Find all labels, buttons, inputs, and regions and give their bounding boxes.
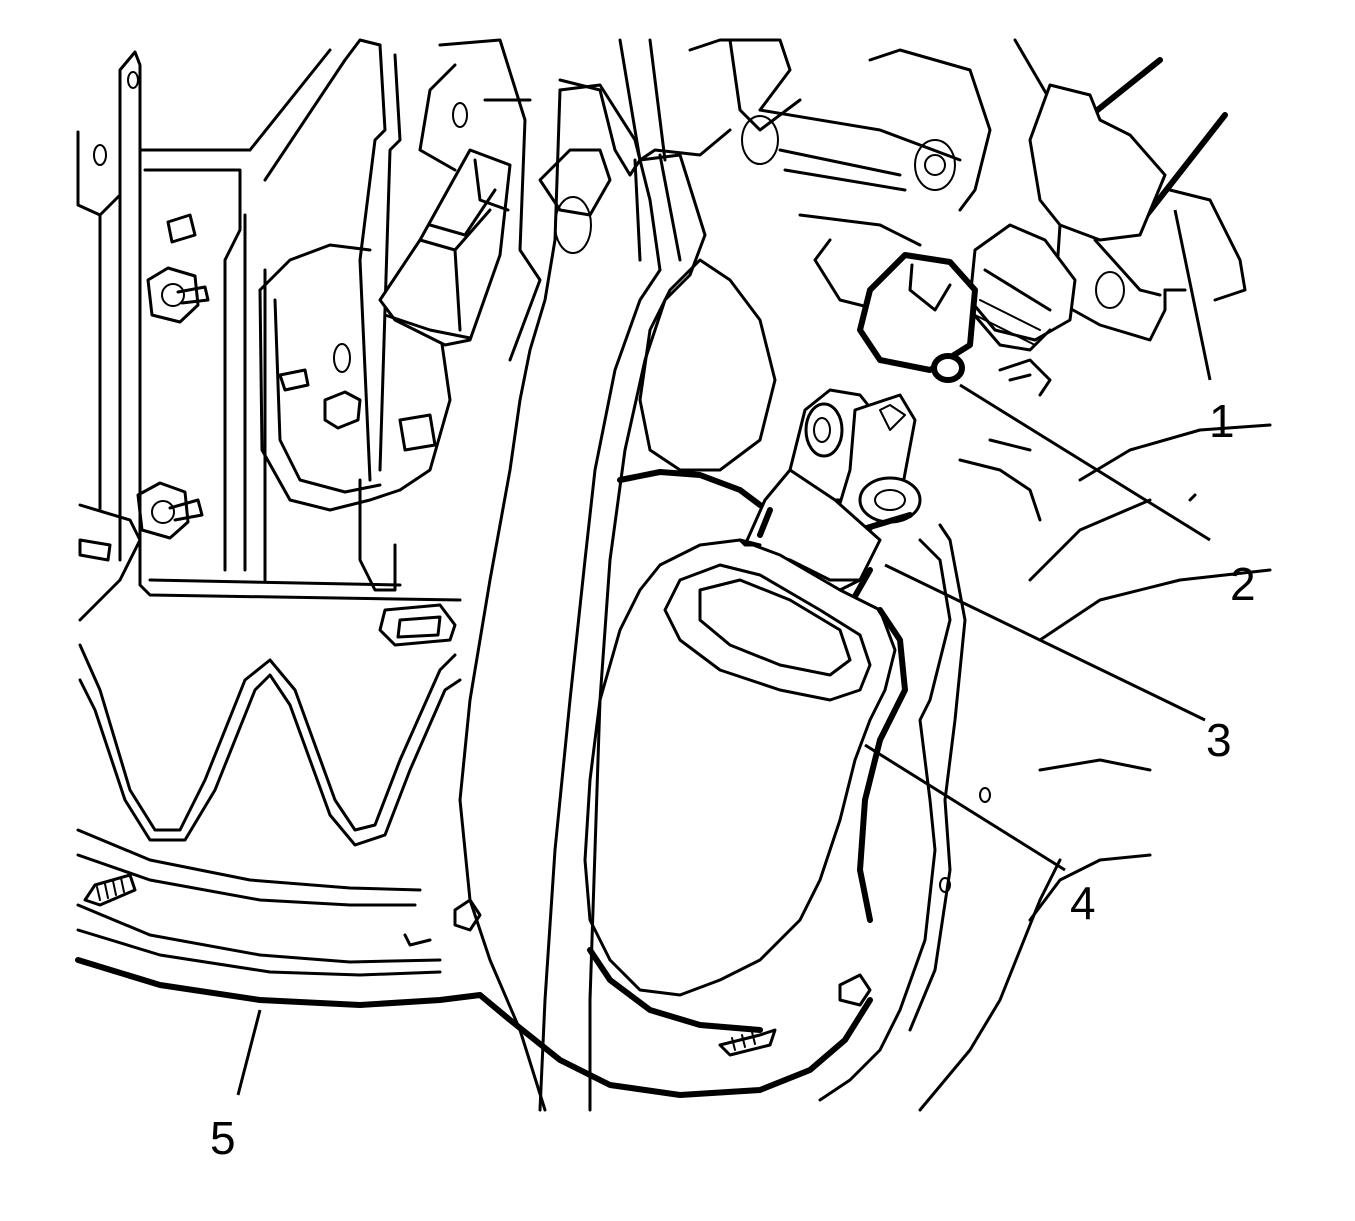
callout-4: 4 [1070, 877, 1096, 929]
steering-column [1028, 57, 1247, 342]
leader-line-2 [959, 383, 1211, 542]
callout-3: 3 [1206, 714, 1232, 766]
leader-lines [236, 209, 1212, 1096]
stud-nut-lower [136, 481, 204, 540]
support-arm [458, 83, 777, 1112]
universal-joint [788, 388, 922, 533]
leader-line-4 [864, 743, 1066, 872]
pedal-bracket [248, 38, 452, 592]
leader-line-5 [236, 1009, 262, 1096]
stud-small [166, 213, 197, 244]
stud-nut-upper [146, 266, 210, 324]
callout-2: 2 [1230, 558, 1256, 610]
leader-line-3 [884, 563, 1206, 722]
leader-line-1 [1173, 209, 1212, 381]
steering-shaft-seal [583, 469, 908, 1033]
dash-panel-bracket [76, 50, 462, 602]
electrical-connector [378, 63, 512, 347]
lower-panel [75, 503, 873, 1098]
callout-1: 1 [1209, 395, 1235, 447]
intermediate-shaft-upper-yoke [857, 252, 1052, 397]
column-lower-shaft [968, 223, 1077, 352]
side-body-panel [818, 423, 1272, 1112]
callout-5: 5 [210, 1112, 236, 1164]
